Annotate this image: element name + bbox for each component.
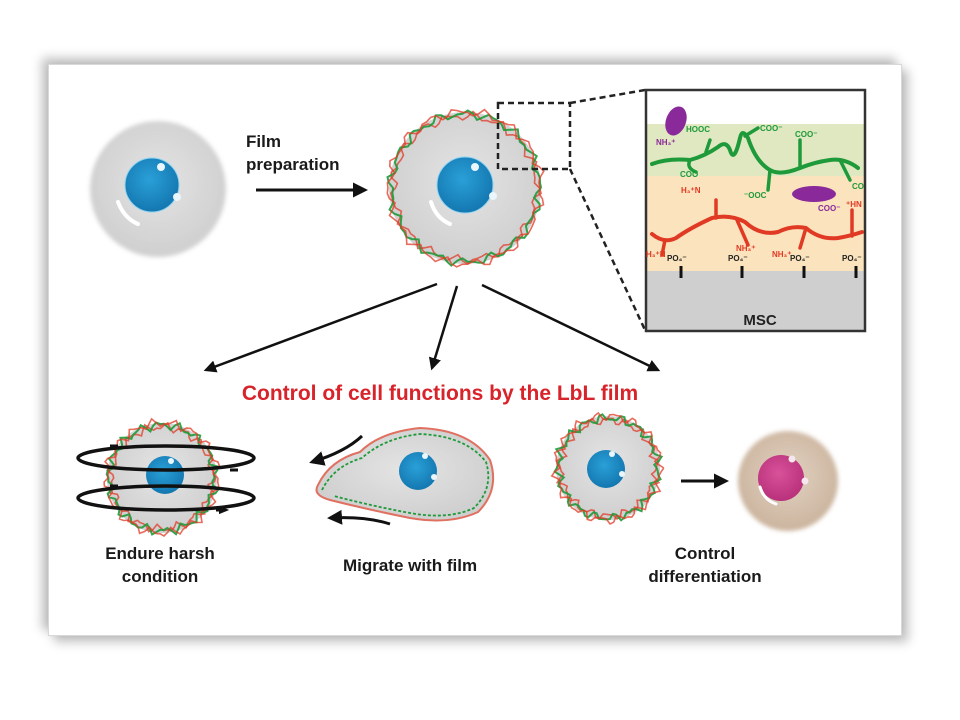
nucleus-highlight <box>489 192 497 200</box>
differentiated-cell <box>738 431 838 531</box>
lbl-film-coating <box>386 108 545 268</box>
green-polymer-branches <box>687 126 852 192</box>
lbl-film-coating <box>321 433 490 517</box>
green-polymer-chain <box>650 131 860 175</box>
film-structure-inset <box>644 88 867 333</box>
chem-label: H₃⁺N <box>681 186 701 195</box>
coated-cell <box>386 108 545 268</box>
nucleus <box>146 456 184 494</box>
phosphate-anchors <box>679 266 858 278</box>
msc-surface <box>646 271 865 331</box>
nucleus-highlight <box>471 163 479 171</box>
membrane-highlight <box>116 200 140 226</box>
nucleus <box>399 452 437 490</box>
nucleus <box>436 156 494 214</box>
chem-label: PO₄⁻ <box>842 254 862 263</box>
red-polymer-branches <box>660 198 854 257</box>
nucleus-highlight <box>173 193 181 201</box>
chem-label: NH₃⁺ <box>772 250 792 259</box>
nucleus-highlight <box>609 451 615 457</box>
zoom-box <box>496 101 572 171</box>
plain-cell <box>90 121 226 257</box>
label-line: Endure harsh <box>105 544 215 563</box>
chem-label: COO <box>680 170 699 179</box>
membrane-highlight <box>758 485 778 506</box>
migrating-cell <box>309 426 494 526</box>
flow-direction-arrows <box>110 444 238 510</box>
red-polymer-strand <box>105 421 217 533</box>
nucleus-highlight <box>801 477 809 485</box>
lbl-film-coating <box>103 417 221 537</box>
figure-title: Control of cell functions by the LbL fil… <box>241 382 639 405</box>
migration-arrow-upper <box>309 434 364 466</box>
zoom-indicator <box>496 88 647 331</box>
chem-label: PO₄⁻ <box>790 254 810 263</box>
function-arrows <box>203 282 661 373</box>
lbl-film-coating <box>550 411 665 526</box>
zoom-line-bottom <box>568 168 647 331</box>
endure-cell <box>76 417 256 537</box>
migrate-label: Migrate with film <box>310 554 510 577</box>
molecule-2 <box>792 186 836 202</box>
label-line: Control <box>674 544 736 563</box>
chem-label: COO⁻ <box>818 204 841 213</box>
red-polymer-strand <box>103 417 221 537</box>
endure-label: Endure harsh condition <box>80 542 240 588</box>
chem-label: NH₃⁺ <box>736 244 756 253</box>
chem-label: PO₄⁻ <box>667 254 687 263</box>
chem-label: CO <box>852 182 864 191</box>
label-line: Migrate with film <box>342 556 478 575</box>
nucleus <box>124 157 180 213</box>
chem-label: HOOC <box>686 125 710 134</box>
green-layer <box>646 124 865 176</box>
shear-flow-ring-upper <box>76 444 256 472</box>
nucleus <box>587 450 625 488</box>
chem-label: ⁻OOC <box>744 191 767 200</box>
chem-label: COO⁻ <box>760 124 783 133</box>
label-line: Film <box>246 132 281 151</box>
red-polymer-strand <box>550 411 665 526</box>
chem-label: NH₃⁺ <box>656 138 676 147</box>
nucleus-highlight <box>168 458 174 464</box>
msc-label: MSC <box>743 312 777 329</box>
label-line: preparation <box>246 155 340 174</box>
chem-label: PO₄⁻ <box>728 254 748 263</box>
chem-label: ⁺HN <box>846 200 862 209</box>
membrane-highlight <box>429 200 452 226</box>
nucleus-highlight <box>422 453 428 459</box>
arrow-to-endure <box>203 282 438 373</box>
molecule-1 <box>665 106 687 136</box>
migration-arrow-lower <box>327 509 391 526</box>
red-polymer-chain <box>650 214 864 243</box>
differentiation-source-cell <box>550 411 665 526</box>
chem-label: H₃⁺N <box>646 250 666 259</box>
label-line: condition <box>121 567 199 586</box>
chem-label: COO⁻ <box>795 130 818 139</box>
label-line: differentiation <box>648 567 762 586</box>
arrow-to-migrate <box>428 285 459 371</box>
shear-flow-ring-lower <box>76 484 256 512</box>
arrow-to-differentiation <box>481 283 661 372</box>
nucleus-highlight <box>431 474 437 480</box>
nucleus-highlight <box>788 455 796 463</box>
green-polymer-strand <box>386 109 543 267</box>
red-polymer-strand <box>386 108 545 268</box>
inset-border <box>644 88 867 333</box>
film-preparation-label: Film preparation <box>246 130 340 176</box>
nucleus <box>758 455 804 501</box>
green-polymer-strand <box>553 413 664 522</box>
differentiation-label: Control differentiation <box>620 542 790 588</box>
nucleus-highlight <box>157 163 165 171</box>
nucleus-highlight <box>619 471 625 477</box>
red-polymer-strand <box>389 110 543 265</box>
zoom-line-top <box>569 88 646 105</box>
